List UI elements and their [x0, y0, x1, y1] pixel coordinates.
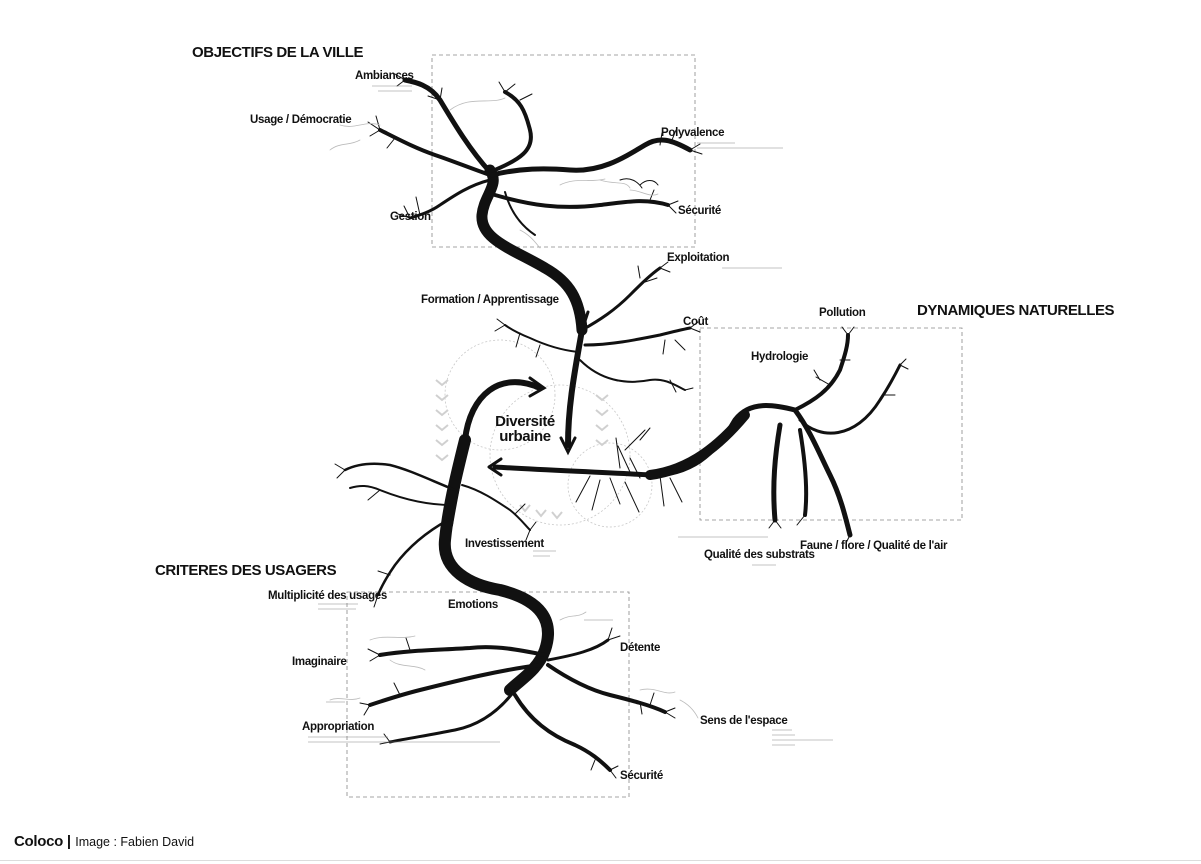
- section-city-objectives: OBJECTIFS DE LA VILLE: [192, 44, 364, 61]
- footer-credit: Coloco | Image : Fabien David: [14, 833, 194, 851]
- bottom-divider: [0, 860, 1201, 861]
- section-user-criteria: CRITERES DES USAGERS: [155, 562, 337, 579]
- frame-natural-dynamics: [699, 327, 963, 521]
- label-securite-top: Sécurité: [678, 205, 721, 217]
- footer-image-credit: Image : Fabien David: [75, 835, 195, 849]
- label-usage-democratie: Usage / Démocratie: [250, 114, 352, 126]
- lower-tree: [329, 434, 699, 779]
- label-formation: Formation / Apprentissage: [421, 294, 559, 306]
- middle-branch: [494, 261, 701, 393]
- central-trunk: [559, 327, 585, 456]
- top-tree: [329, 73, 703, 336]
- label-polyvalence: Polyvalence: [661, 127, 725, 139]
- label-sens-espace: Sens de l'espace: [700, 715, 788, 727]
- label-pollution: Pollution: [819, 307, 866, 319]
- label-multiplicite: Multiplicité des usages: [268, 590, 387, 602]
- frame-city-objectives: [431, 54, 696, 248]
- label-cout: Coût: [683, 316, 708, 328]
- label-emotions: Emotions: [448, 599, 498, 611]
- label-faune-flore: Faune / flore / Qualité de l'air: [800, 540, 948, 552]
- label-imaginaire: Imaginaire: [292, 656, 347, 668]
- label-hydrologie: Hydrologie: [751, 351, 809, 363]
- label-investissement: Investissement: [465, 538, 544, 550]
- center-title: Diversité urbaine: [485, 414, 565, 444]
- label-securite-bottom: Sécurité: [620, 770, 663, 782]
- label-ambiances: Ambiances: [355, 70, 414, 82]
- section-natural-dynamics: DYNAMIQUES NATURELLES: [917, 302, 1115, 319]
- footer-brand: Coloco |: [14, 833, 71, 850]
- label-detente: Détente: [620, 642, 661, 654]
- ghost-circles: [444, 339, 653, 528]
- label-exploitation: Exploitation: [667, 252, 730, 264]
- label-appropriation: Appropriation: [302, 721, 375, 733]
- ghost-chevrons: [435, 379, 609, 520]
- label-gestion: Gestion: [390, 211, 431, 223]
- center-title-line2: urbaine: [499, 428, 551, 445]
- center-title-line1: Diversité: [495, 413, 555, 430]
- label-qualite-substrats: Qualité des substrats: [704, 549, 815, 561]
- right-tree: [487, 326, 909, 544]
